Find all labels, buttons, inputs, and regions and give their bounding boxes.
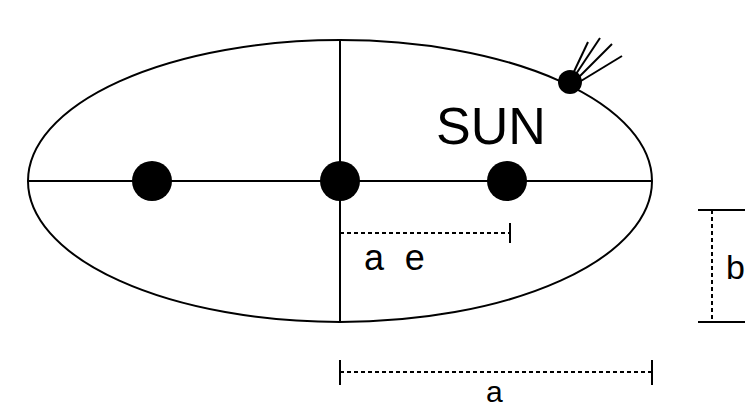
sun-focus — [487, 161, 527, 201]
center-dot — [320, 161, 360, 201]
dimension-label: a e — [364, 240, 425, 276]
orbit-ellipse — [28, 40, 652, 322]
body-label: SUN — [436, 100, 546, 152]
comet — [558, 38, 622, 94]
empty-focus — [132, 161, 172, 201]
dimension-label: b — [726, 250, 745, 284]
b-dimension — [698, 210, 745, 322]
dimension-label: a — [486, 377, 503, 407]
